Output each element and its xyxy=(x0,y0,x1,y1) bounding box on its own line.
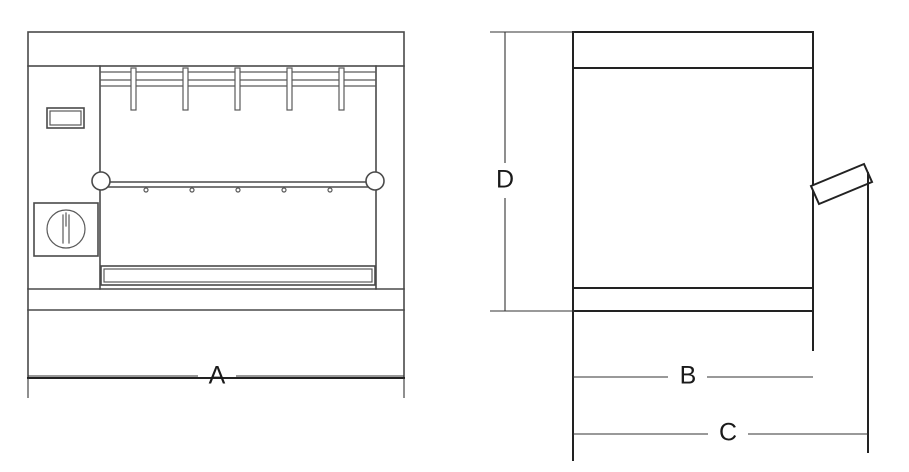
front-main-body xyxy=(27,65,405,290)
side-base-plinth xyxy=(572,287,814,461)
side-top-control-panel xyxy=(572,31,814,69)
dimension-d: D xyxy=(490,31,575,312)
skewer-rod xyxy=(286,67,293,111)
dimension-a-label: A xyxy=(209,362,226,390)
skewer-rod xyxy=(130,67,137,111)
dimension-b-label: B xyxy=(680,362,697,390)
rotisserie-spit xyxy=(91,171,385,193)
dimension-a: A xyxy=(27,362,405,398)
side-body-panel xyxy=(572,67,814,289)
skewer-rod xyxy=(338,67,345,111)
skewer-rod xyxy=(182,67,189,111)
drip-tray xyxy=(100,265,376,286)
control-knob[interactable] xyxy=(33,202,99,257)
front-top-control-panel xyxy=(27,31,405,67)
skewer-rod xyxy=(234,67,241,111)
dimension-d-label: D xyxy=(496,166,514,194)
angled-handle[interactable] xyxy=(809,162,874,453)
front-base-cabinet xyxy=(27,288,405,379)
dimension-c: C xyxy=(573,419,868,447)
display-window xyxy=(46,107,85,129)
dimension-c-label: C xyxy=(719,419,737,447)
front-view: A xyxy=(27,31,405,398)
side-view: D B C xyxy=(490,31,874,461)
skewer-rack xyxy=(99,67,377,111)
dimension-b: B xyxy=(573,362,813,390)
